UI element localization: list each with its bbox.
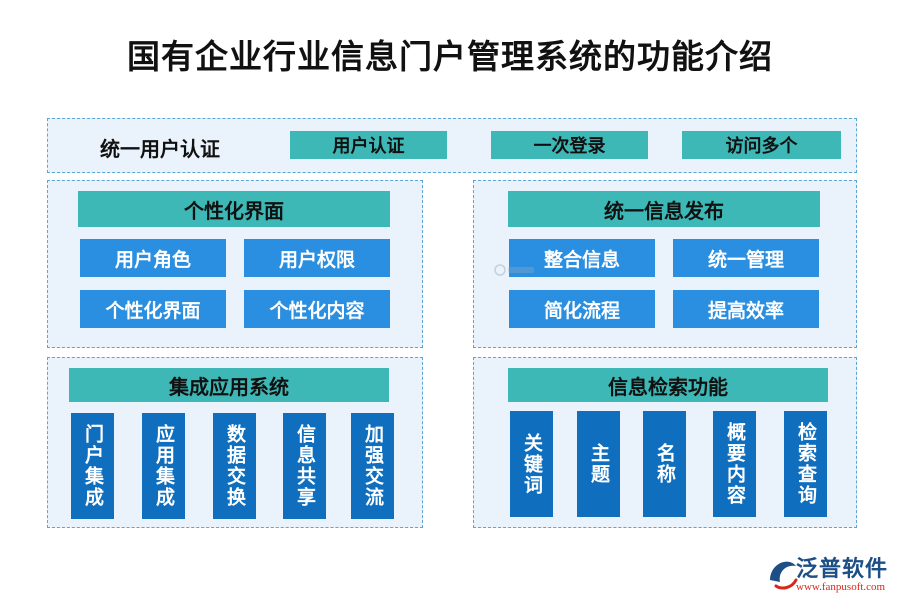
fanpu-logo-icon bbox=[770, 561, 798, 590]
search-item: 检索查询 bbox=[784, 411, 827, 517]
search-item: 名称 bbox=[643, 411, 686, 517]
personalized-item: 个性化界面 bbox=[80, 290, 226, 328]
logo-url: www.fanpusoft.com bbox=[796, 581, 886, 593]
integration-header: 集成应用系统 bbox=[69, 368, 389, 402]
watermark-logo-icon bbox=[494, 264, 534, 276]
personalized-item: 个性化内容 bbox=[244, 290, 390, 328]
integration-item: 信息共享 bbox=[283, 413, 326, 519]
publishing-item: 整合信息 bbox=[509, 239, 655, 277]
publishing-item: 统一管理 bbox=[673, 239, 819, 277]
personalized-header: 个性化界面 bbox=[78, 191, 390, 227]
auth-item: 访问多个 bbox=[682, 131, 841, 159]
personalized-item: 用户角色 bbox=[80, 239, 226, 277]
publishing-header: 统一信息发布 bbox=[508, 191, 820, 227]
auth-item: 用户认证 bbox=[290, 131, 447, 159]
publishing-item: 提高效率 bbox=[673, 290, 819, 328]
auth-item: 一次登录 bbox=[491, 131, 648, 159]
integration-item: 门户集成 bbox=[71, 413, 114, 519]
page-title: 国有企业行业信息门户管理系统的功能介绍 bbox=[127, 37, 773, 76]
personalized-item: 用户权限 bbox=[244, 239, 390, 277]
auth-label: 统一用户认证 bbox=[100, 137, 220, 161]
search-header: 信息检索功能 bbox=[508, 368, 828, 402]
logo-name: 泛普软件 bbox=[796, 557, 889, 582]
search-item: 主题 bbox=[577, 411, 620, 517]
integration-item: 应用集成 bbox=[142, 413, 185, 519]
integration-item: 加强交流 bbox=[351, 413, 394, 519]
integration-item: 数据交换 bbox=[213, 413, 256, 519]
publishing-item: 简化流程 bbox=[509, 290, 655, 328]
search-item: 概要内容 bbox=[713, 411, 756, 517]
search-item: 关键词 bbox=[510, 411, 553, 517]
